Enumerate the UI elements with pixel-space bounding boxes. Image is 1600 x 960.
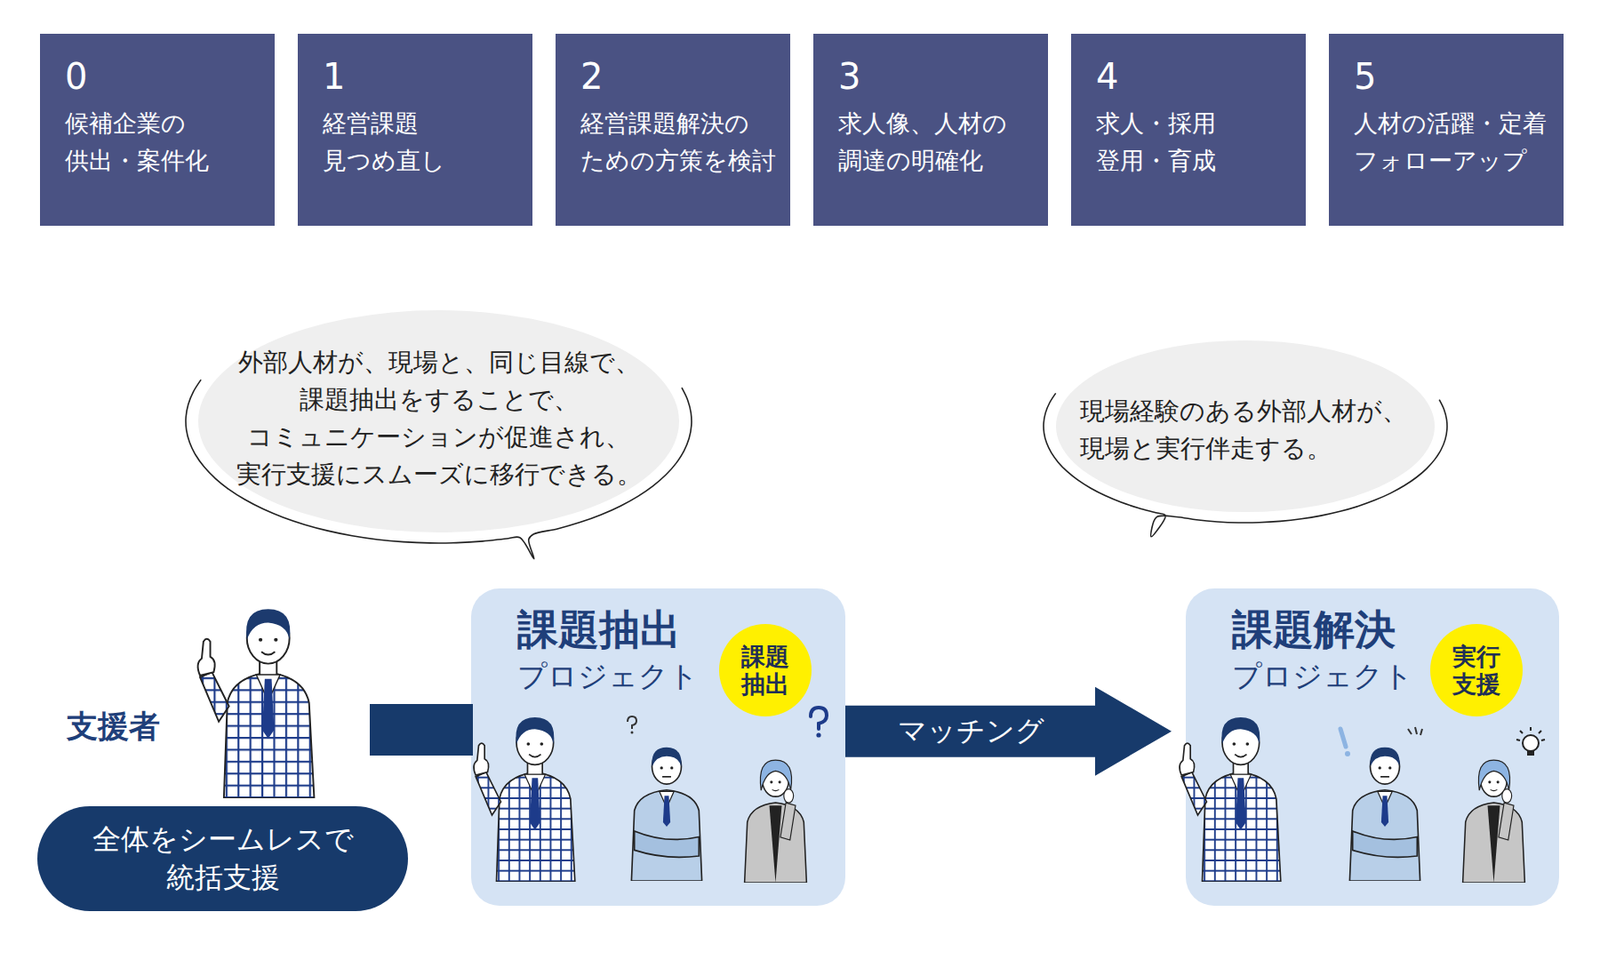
step-number: 2: [580, 55, 791, 98]
supporter-figure: [473, 717, 576, 882]
node-text: 全体をシームレスで 統括支援: [90, 820, 356, 897]
staff-figure: [1349, 747, 1420, 881]
step-box: 3 求人像、人材の 調達の明確化: [813, 33, 1048, 226]
node-text: 人材の活躍・定着 フォローアップ: [1353, 104, 1551, 180]
arrow-shaft: [845, 705, 1097, 758]
node-text: 経営課題 見つめ直し: [322, 104, 449, 180]
idea-bulb: [1516, 727, 1545, 756]
step-number: 5: [1353, 55, 1564, 98]
step-number: 4: [1096, 55, 1306, 98]
step-box: 0 候補企業の 供出・案件化: [40, 33, 275, 226]
staff-figure: [744, 760, 808, 883]
lead-bar: [369, 704, 473, 756]
summary-pill: 全体をシームレスで 統括支援: [37, 806, 408, 912]
staff-figure: [631, 747, 702, 881]
bubble-fill: [1056, 340, 1435, 512]
node-text: プロジェクト: [517, 656, 846, 697]
node-text: 経営課題解決の ための方策を検討: [580, 104, 780, 180]
panel-heading: 課題解決: [1232, 606, 1560, 654]
node-text: 外部人材が、現場と、同じ目線で、 課題抽出をすることで、 コミュニケーションが促…: [234, 344, 644, 494]
exclamation-mark: [1340, 728, 1351, 757]
bubble-fill: [198, 310, 680, 533]
speech-bubble: 現場経験のある外部人材が、 現場と実行伴走する。: [1031, 326, 1460, 541]
step-number: 3: [838, 55, 1048, 98]
node-text: 現場経験のある外部人材が、 現場と実行伴走する。: [1080, 392, 1411, 468]
step-box: 4 求人・採用 登用・育成: [1071, 33, 1306, 226]
speech-bubble: 外部人材が、現場と、同じ目線で、 課題抽出をすることで、 コミュニケーションが促…: [173, 296, 704, 561]
step-box: 5 人材の活躍・定着 フォローアップ: [1328, 33, 1564, 226]
arrow-head: [1095, 687, 1172, 776]
step-number: 1: [322, 55, 533, 98]
node-text: 求人・採用 登用・育成: [1096, 104, 1220, 180]
step-box: 1 経営課題 見つめ直し: [297, 33, 533, 226]
bubble-stroke: [1043, 392, 1448, 536]
panel-heading: 課題抽出: [517, 606, 846, 654]
node-text: 課題 抽出: [739, 642, 792, 698]
badge-circle: 実行 支援: [1430, 624, 1523, 717]
node-text: 求人像、人材の 調達の明確化: [838, 104, 1011, 180]
supporter-figure: [1179, 717, 1281, 882]
node-text: 候補企業の 供出・案件化: [64, 104, 213, 180]
edge-label: マッチング: [892, 712, 1050, 751]
stress-marks: [1408, 727, 1423, 736]
question-mark: [627, 716, 637, 735]
question-mark: [810, 707, 827, 738]
step-box: 2 経営課題解決の ための方策を検討: [555, 33, 791, 226]
node-text: プロジェクト: [1232, 656, 1560, 697]
supporter-figure: [198, 608, 315, 799]
project-panel: 課題抽出プロジェクト課題 抽出: [471, 588, 846, 906]
badge-circle: 課題 抽出: [719, 624, 812, 717]
node-text: 実行 支援: [1450, 642, 1503, 698]
step-number: 0: [64, 55, 275, 98]
staff-figure: [1463, 760, 1526, 883]
role-label: 支援者: [66, 705, 160, 748]
project-panel: 課題解決プロジェクト実行 支援: [1185, 588, 1560, 906]
match-arrow: [845, 687, 1172, 776]
